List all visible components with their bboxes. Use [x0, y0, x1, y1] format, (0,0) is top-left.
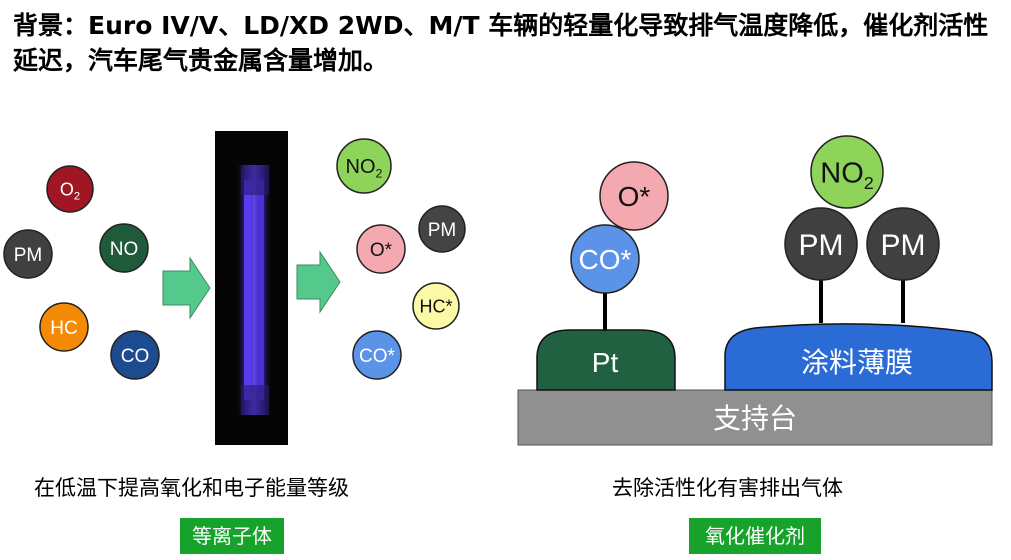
plasma-tag: 等离子体	[180, 518, 284, 554]
molecule-pm-2: PM	[866, 207, 940, 281]
molecule-circle	[570, 224, 640, 294]
molecule-circle	[352, 330, 402, 380]
plasma-tube-image	[215, 131, 288, 445]
molecule-circle	[356, 224, 406, 274]
molecule-no: NO	[99, 223, 149, 273]
molecule-hc-star: HC*	[412, 282, 460, 330]
molecule-circle	[99, 223, 149, 273]
coating-label: 涂料薄膜	[801, 347, 913, 378]
molecule-o-star: O*	[356, 224, 406, 274]
arrow-right-icon	[162, 256, 211, 320]
molecule-co: CO	[110, 330, 160, 380]
molecule-o-star: O*	[599, 161, 669, 231]
molecule-circle	[866, 207, 940, 281]
pt-particle: Pt	[536, 329, 676, 391]
molecule-circle	[810, 135, 884, 209]
molecule-label: PM	[799, 229, 844, 262]
molecule-circle	[110, 330, 160, 380]
molecule-circle	[46, 165, 94, 213]
molecule-label: NO	[110, 239, 139, 260]
catalyst-tag: 氧化催化剂	[689, 518, 821, 554]
molecule-circle	[412, 282, 460, 330]
molecule-label: O2	[60, 179, 80, 202]
pt-label: Pt	[592, 347, 619, 378]
molecule-label: PM	[428, 220, 457, 241]
molecule-pm: PM	[418, 205, 466, 253]
molecule-circle	[336, 138, 392, 194]
molecule-circle	[39, 302, 89, 352]
support-label: 支持台	[713, 403, 797, 434]
molecule-label: O*	[370, 240, 393, 261]
molecule-label: CO	[121, 346, 150, 367]
molecule-co-star: CO*	[570, 224, 640, 294]
molecule-pm: PM	[3, 229, 53, 279]
molecule-label: O*	[618, 181, 651, 212]
molecule-label: NO2	[346, 156, 383, 180]
catalyst-caption: 去除活性化有害排出气体	[612, 476, 843, 500]
molecule-o2: O2	[46, 165, 94, 213]
molecule-label: PM	[14, 245, 43, 266]
molecule-circle	[418, 205, 466, 253]
molecule-circle	[784, 207, 858, 281]
page-heading: 背景：Euro IV/V、LD/XD 2WD、M/T 车辆的轻量化导致排气温度降…	[13, 11, 989, 75]
molecule-co-star: CO*	[352, 330, 402, 380]
molecule-label: PM	[881, 229, 926, 262]
molecule-circle	[3, 229, 53, 279]
molecule-label: NO2	[820, 157, 874, 192]
support-base: 支持台	[517, 389, 993, 446]
molecule-no2: NO2	[336, 138, 392, 194]
coating-film: 涂料薄膜	[724, 323, 993, 391]
molecule-circle	[599, 161, 669, 231]
molecule-label: HC*	[419, 296, 452, 316]
molecule-no2: NO2	[810, 135, 884, 209]
plasma-caption: 在低温下提高氧化和电子能量等级	[34, 476, 349, 500]
molecule-label: HC	[50, 318, 77, 339]
molecule-pm-1: PM	[784, 207, 858, 281]
arrow-right-icon	[296, 250, 341, 314]
molecule-hc: HC	[39, 302, 89, 352]
molecule-label: CO*	[359, 346, 396, 367]
molecule-label: CO*	[579, 244, 632, 275]
